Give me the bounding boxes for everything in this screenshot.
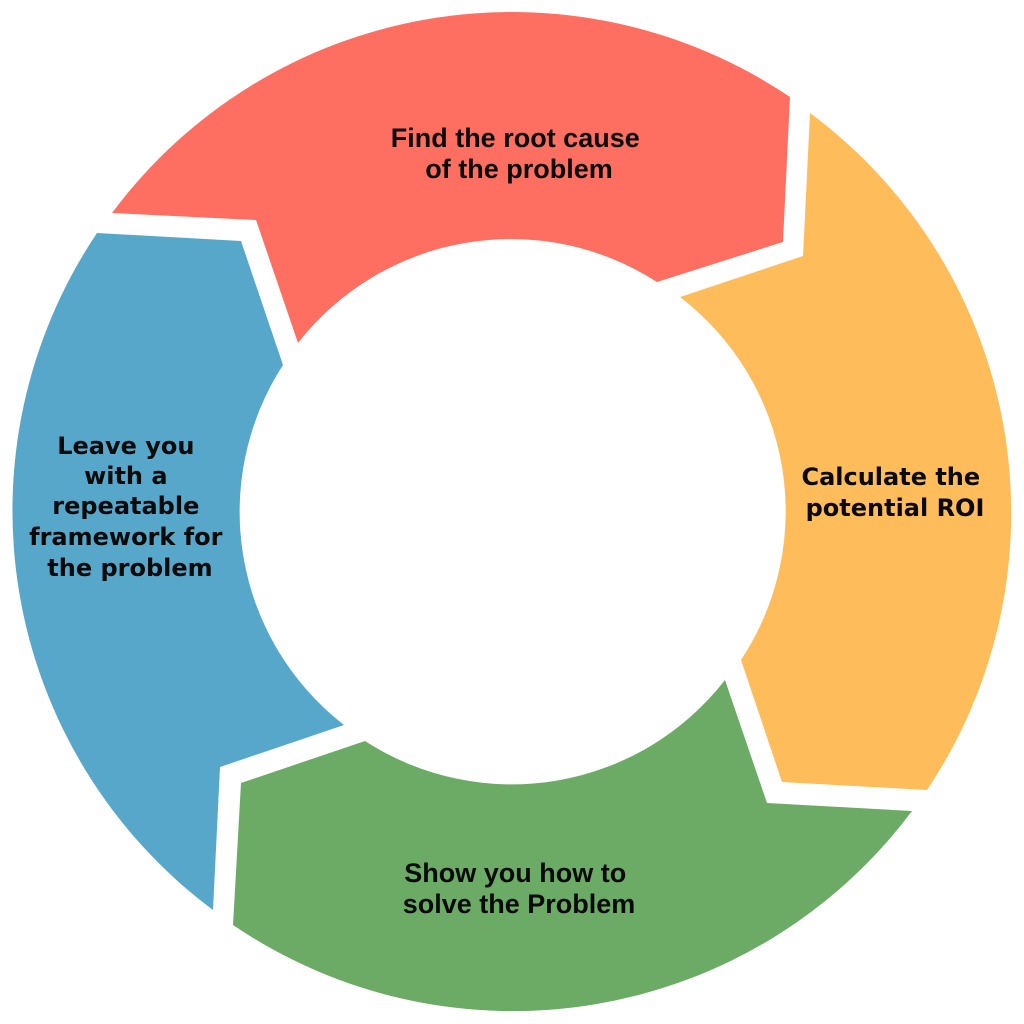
label-line: the problem [47, 554, 212, 582]
label-line: Leave you [57, 432, 194, 460]
label-line: repeatable [52, 492, 199, 520]
label-line: solve the Problem [403, 889, 636, 919]
label-roi: Calculate the potential ROI [801, 463, 988, 522]
label-line: framework for [29, 523, 223, 551]
segment-framework: Leave you with a repeatable framework fo… [12, 233, 344, 910]
arrow-segment-solve [233, 680, 912, 1012]
arrow-segment-framework [12, 233, 344, 910]
segment-root-cause: Find the root cause of the problem [112, 12, 790, 344]
segment-solve: Show you how to solve the Problem [233, 680, 912, 1012]
label-framework: Leave you with a repeatable framework fo… [29, 432, 231, 582]
label-line: with a [84, 462, 168, 490]
arrow-segment-root-cause [112, 12, 790, 344]
label-solve: Show you how to solve the Problem [403, 858, 636, 919]
arrow-segment-roi [680, 113, 1012, 790]
label-line: Find the root cause [391, 123, 640, 153]
label-root-cause: Find the root cause of the problem [391, 123, 648, 184]
label-line: Show you how to [404, 858, 626, 888]
label-line: Calculate the [801, 463, 980, 491]
segment-roi: Calculate the potential ROI [680, 113, 1012, 790]
label-line: of the problem [425, 154, 613, 184]
label-line: potential ROI [806, 494, 985, 522]
